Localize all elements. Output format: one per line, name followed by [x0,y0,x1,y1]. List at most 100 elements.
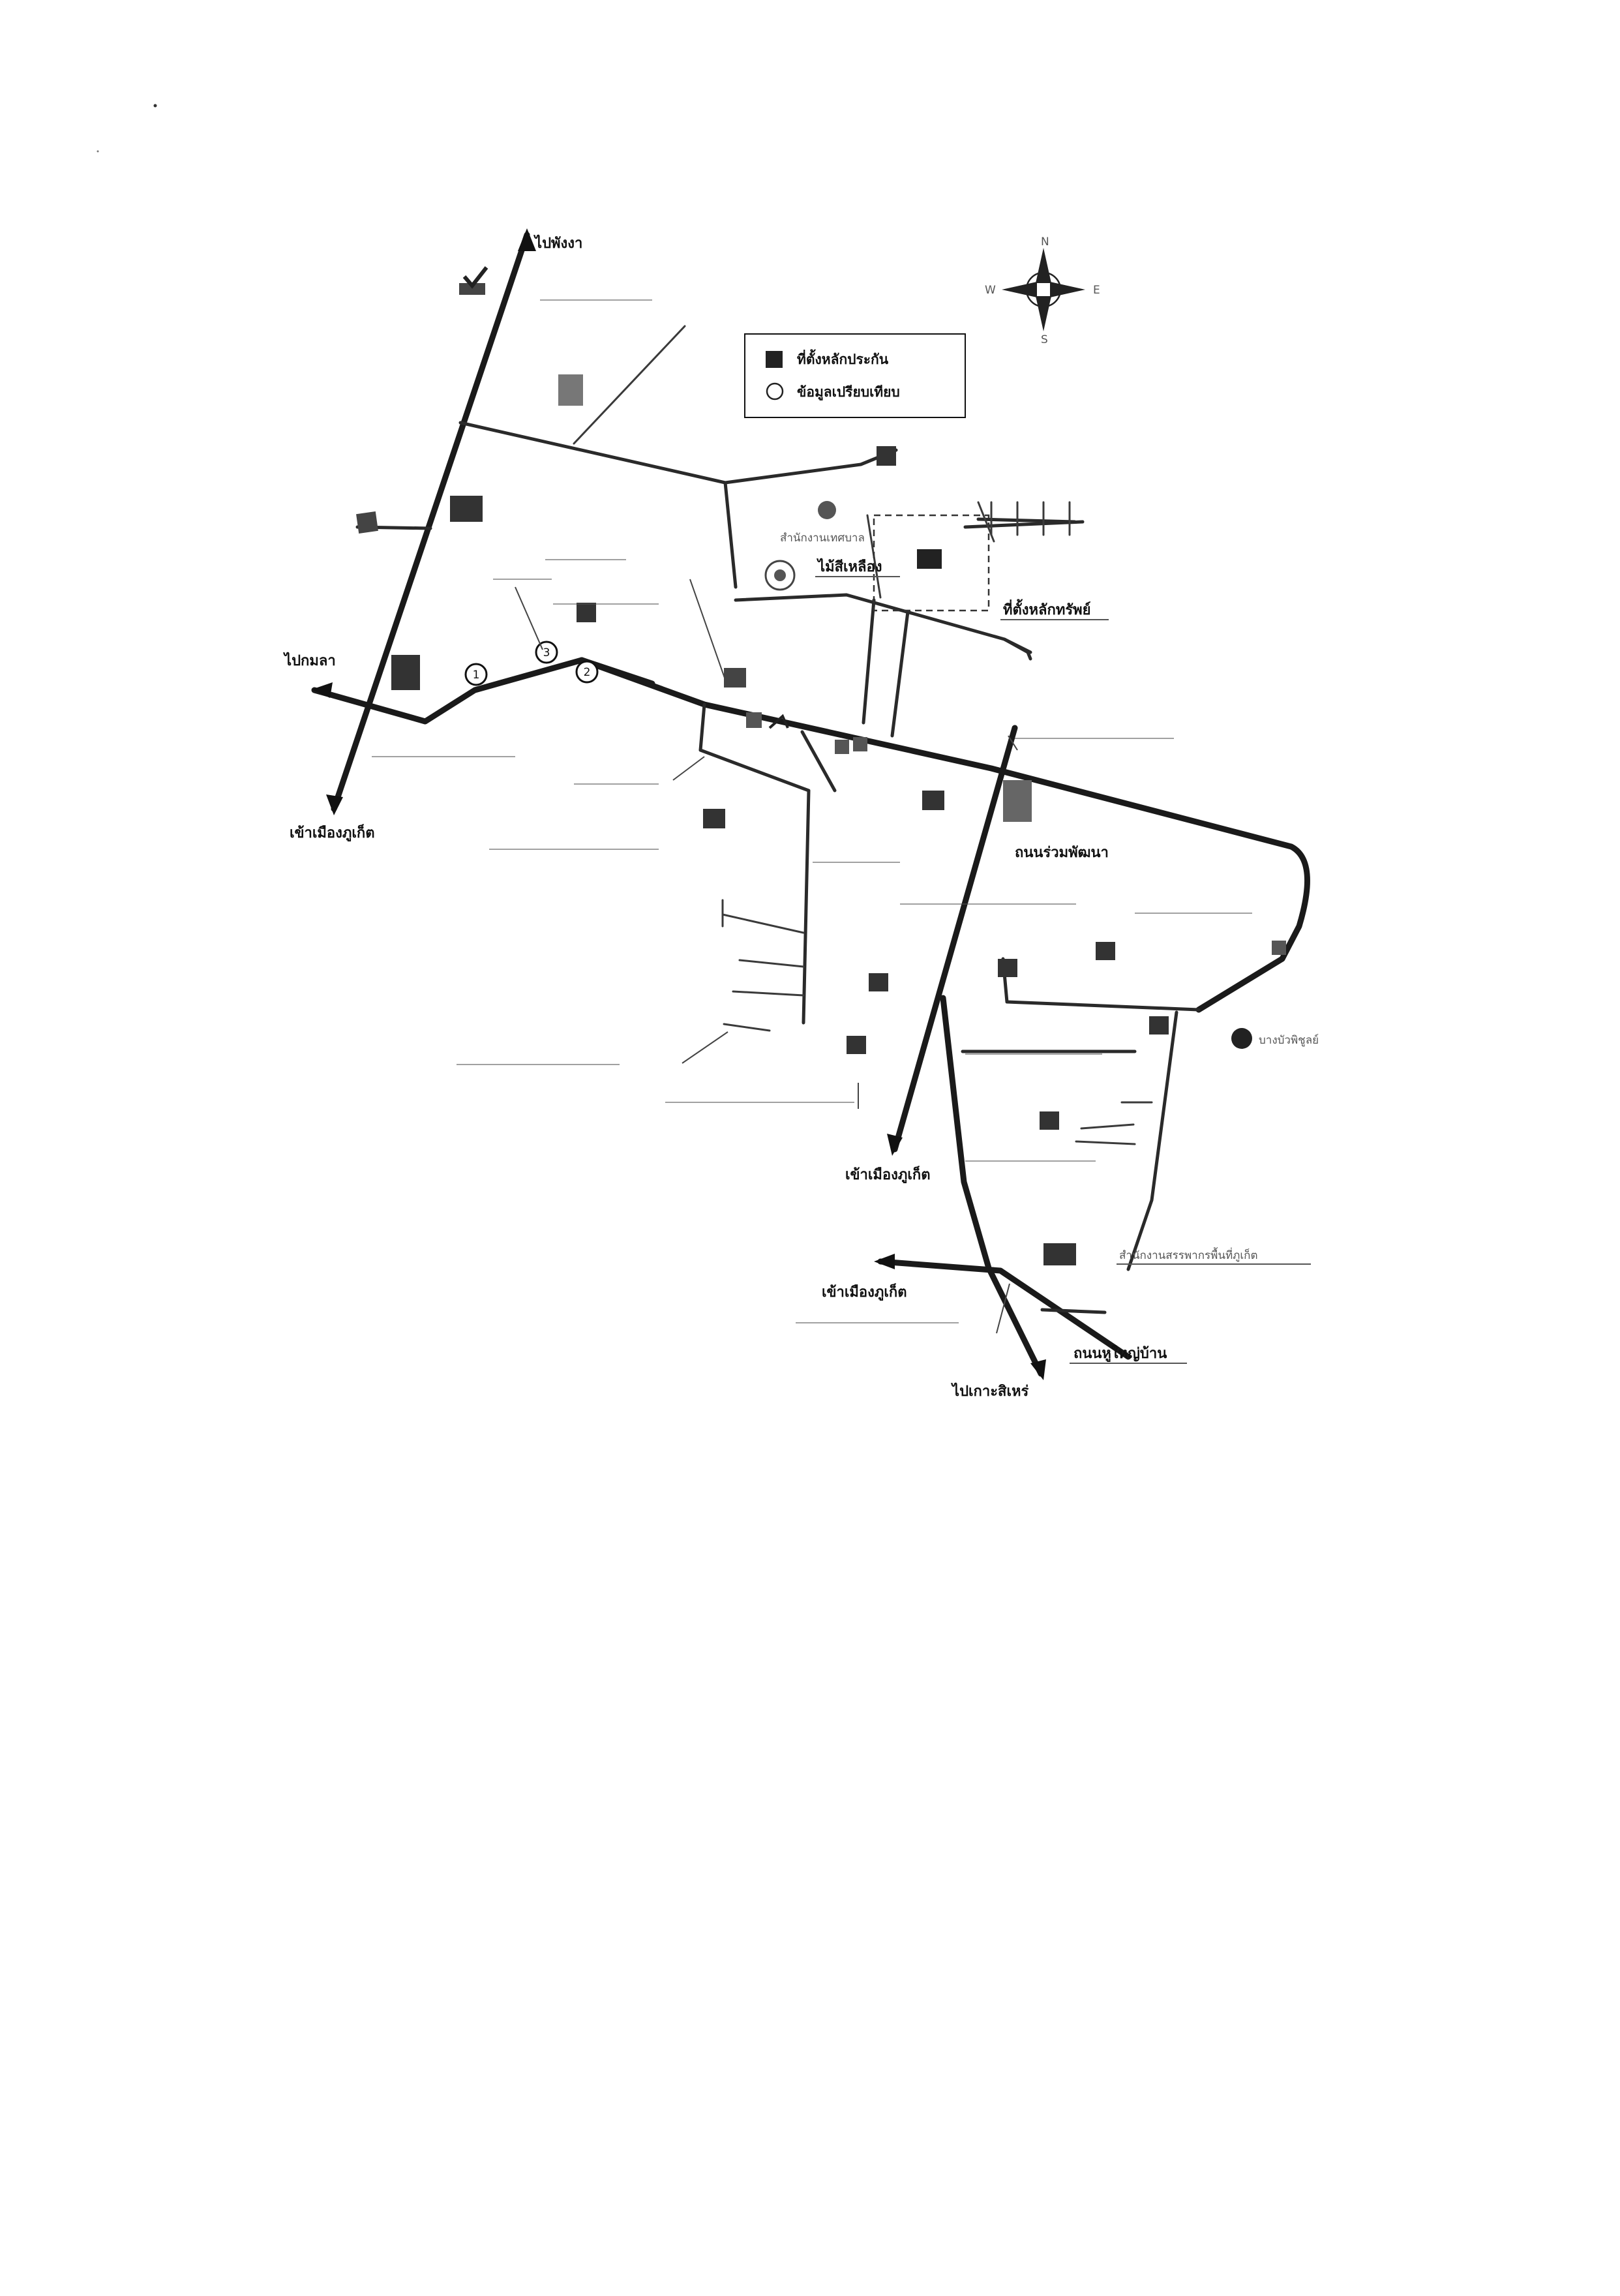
emblem-icon [764,560,796,591]
road-stub-1 [721,913,805,934]
flag-icon [459,283,485,295]
road-north-east [573,325,686,445]
legend-subject-label: ที่ตั้งหลักประกัน [797,349,889,367]
arrow-to-ko-sire [1030,1359,1046,1380]
bank-icon [450,496,483,522]
road-east-spur [1002,637,1032,661]
road-central-east [734,593,1032,654]
temple-icon [724,668,746,687]
legend-comparable-label: ข้อมูลเปรียบเทียบ [797,384,900,401]
road-south-diagonal [1040,1308,1107,1314]
road-south-spine [940,995,1044,1377]
scan-speck [97,150,99,153]
mosque-icon [768,714,789,729]
subject-boundary [873,514,990,612]
landmark-icons [356,266,1286,1130]
legend-comparable-swatch [766,382,784,400]
road-stub-3 [732,990,805,997]
scan-speck [153,104,157,108]
leader-line [515,586,543,650]
comparable-2-number: 2 [584,666,591,679]
apartment-icon [1003,780,1032,822]
road-east-spine [1126,1010,1178,1271]
shop-icon-central [853,737,867,751]
hotel-icon [391,655,420,690]
label-to-phuket-town-3: เข้าเมืองภูเก็ต [822,1282,907,1301]
road-ruamphatthana [578,657,1310,1013]
road-east-grid-h [976,517,1077,524]
road-south-stub-3 [1075,1140,1136,1145]
label-to-ko-sire: ไปเกาะสิเหร่ [951,1382,1028,1400]
compass-s: S [1041,333,1048,346]
arrow-to-phuket-town-3 [874,1254,895,1269]
road-network [311,228,1310,1380]
road-central-link-2 [890,610,910,738]
road-stub-4 [723,1023,771,1032]
arrow-to-phuket-town-2 [887,1134,903,1156]
road-loop-south [1001,957,1201,1012]
comparable-3: 3 [535,641,558,664]
label-revenue-office: สำนักงานสรรพากรพื้นที่ภูเก็ต [1119,1247,1258,1262]
label-to-phuket-town-1: เข้าเมืองภูเก็ต [290,823,375,842]
village-icon-south-east [1096,942,1115,960]
village-icon-east [1149,1016,1169,1035]
leader-line [672,756,705,781]
legend-box [744,333,966,418]
road-south-east-west [877,1258,1132,1360]
comparable-2: 2 [575,660,599,684]
label-road-ruamphatthana: ถนนร่วมพัฒนา [1015,845,1109,861]
hospital-icon [558,374,583,406]
road-north-branch-2 [723,448,898,485]
leader-line [996,1283,1010,1334]
compass-rose-icon: N S W E [985,235,1100,346]
village-icon-south-west [869,973,888,991]
road-north-branch [458,421,738,589]
emblem-center [774,569,786,581]
label-subject-site: ที่ตั้งหลักทรัพย์ [1003,599,1091,618]
school-icon-east [1272,941,1286,955]
road-stub-2 [738,959,805,968]
shop-icon [1231,1028,1252,1049]
label-subject: ไม้สีเหลือง [817,558,882,575]
legend-subject-swatch [766,351,783,368]
illegible-label-lines [372,299,1252,1323]
village-icon-northeast [877,446,896,466]
school-icon [746,712,762,728]
label-to-kamala: ไปกมลา [283,652,336,669]
subject-marker [917,549,942,569]
legend: ที่ตั้งหลักประกัน ข้อมูลเปรียบเทียบ [744,333,966,418]
comparable-1: 1 [464,663,488,686]
village-icon-south-3 [1040,1111,1059,1130]
revenue-office-icon [1043,1243,1076,1265]
label-to-phang-nga: ไปพังงา [533,234,582,252]
arrow-to-phang-nga [518,228,536,251]
road-central-link-3 [698,702,811,1025]
road-central-link-1 [862,598,876,725]
road-highway-north-south [331,232,530,812]
road-central-north-south [892,725,1018,1153]
village-icon-central [922,791,944,810]
comparable-1-number: 1 [473,669,480,682]
comparable-3-number: 3 [543,646,550,659]
leader-lines [515,579,1018,1334]
leader-line [689,579,726,680]
village-icon-north [577,603,596,622]
compass-n: N [1041,235,1049,249]
check-icon [462,266,488,289]
municipal-office-icon [818,501,836,519]
compass-w: W [985,284,996,297]
compass-e: E [1093,284,1100,297]
leader-line [1008,735,1018,751]
leader-line [682,1031,728,1064]
village-icon-central-west [703,809,725,828]
label-road-nai-nong-yao: ถนนหูใหญ่บ้าน [1073,1344,1167,1363]
label-to-phuket-town-2: เข้าเมืองภูเก็ต [845,1165,931,1184]
label-shop: บางบัวพิชูลย์ [1259,1034,1319,1047]
label-municipal-office: สำนักงานเทศบาล [780,532,865,545]
road-south-stub-2 [1080,1123,1135,1130]
village-icon-west [356,511,378,534]
road-central-link-4 [800,730,837,793]
village-icon-south-2 [847,1036,866,1054]
village-icon-south [998,959,1017,977]
